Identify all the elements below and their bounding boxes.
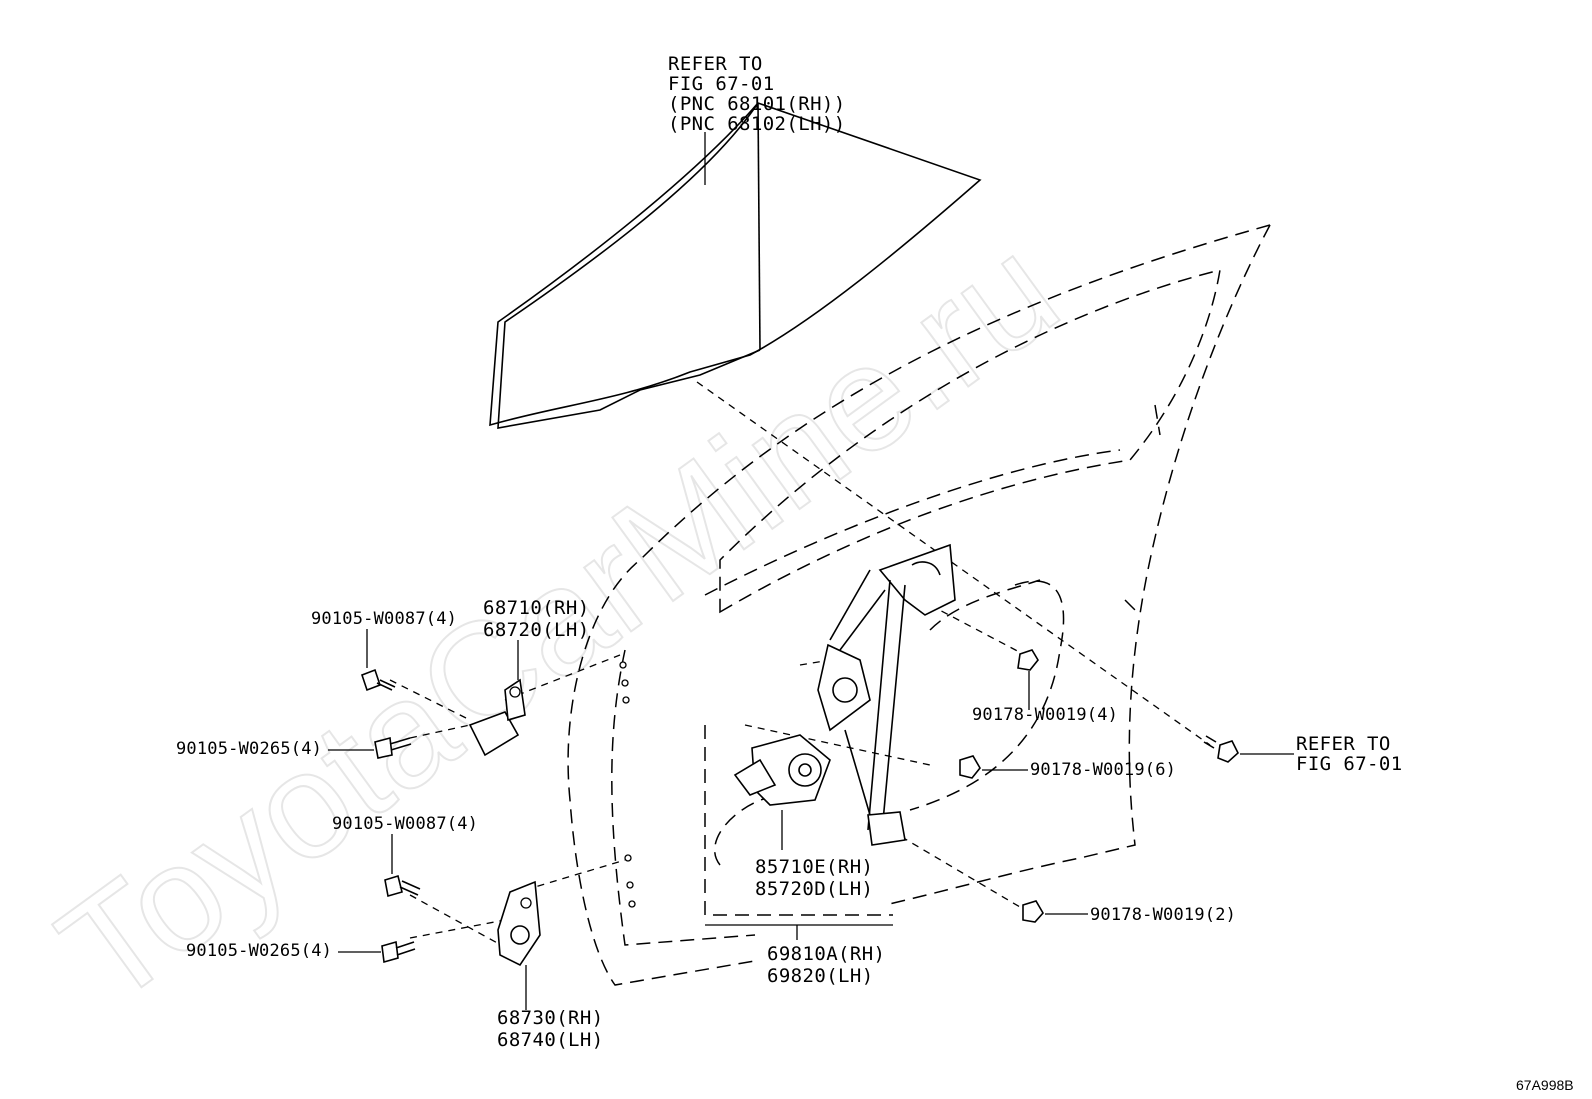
motor-label-lh: 85720D(LH) [755,878,873,900]
upper-hinge-label-lh: 68720(LH) [483,619,590,641]
glass-ref-line1: REFER TO [668,53,763,75]
bolt-right-ref-line1: REFER TO [1296,733,1391,755]
lower-hinge [497,880,541,1010]
figure-code: 67A998B [1516,1077,1574,1093]
nut-c-label: 90178-W0019(2) [1090,905,1236,925]
regulator-assy-label-rh: 69810A(RH) [767,943,885,965]
motor-label-rh: 85710E(RH) [755,856,873,878]
bolt-upper-1-label: 90105-W0087(4) [311,609,457,629]
glass-ref-line4: (PNC 68102(LH)) [668,113,846,135]
assembly-lines [389,381,1211,951]
regulator-assy-bracket [705,924,893,940]
nut-a-label: 90178-W0019(4) [972,705,1118,725]
upper-hinge [468,640,526,757]
upper-hinge-label-rh: 68710(RH) [483,597,590,619]
window-regulator [817,543,956,846]
bolt-right-ref-line2: FIG 67-01 [1296,753,1403,775]
nut-b-label: 90178-W0019(6) [1030,760,1176,780]
bolt-upper-2-label: 90105-W0265(4) [176,739,322,759]
lower-hinge-label-lh: 68740(LH) [497,1029,604,1051]
lower-hinge-label-rh: 68730(RH) [497,1007,604,1029]
bolt-lower-2-label: 90105-W0265(4) [186,941,332,961]
glass-ref-line3: (PNC 68101(RH)) [668,93,846,115]
regulator-assy-label-lh: 69820(LH) [767,965,874,987]
door-panel [567,224,1271,986]
bolt-lower-1-label: 90105-W0087(4) [332,814,478,834]
fasteners [328,629,1294,964]
door-glass [489,102,982,429]
regulator-motor [733,734,831,850]
glass-ref-line2: FIG 67-01 [668,73,775,95]
